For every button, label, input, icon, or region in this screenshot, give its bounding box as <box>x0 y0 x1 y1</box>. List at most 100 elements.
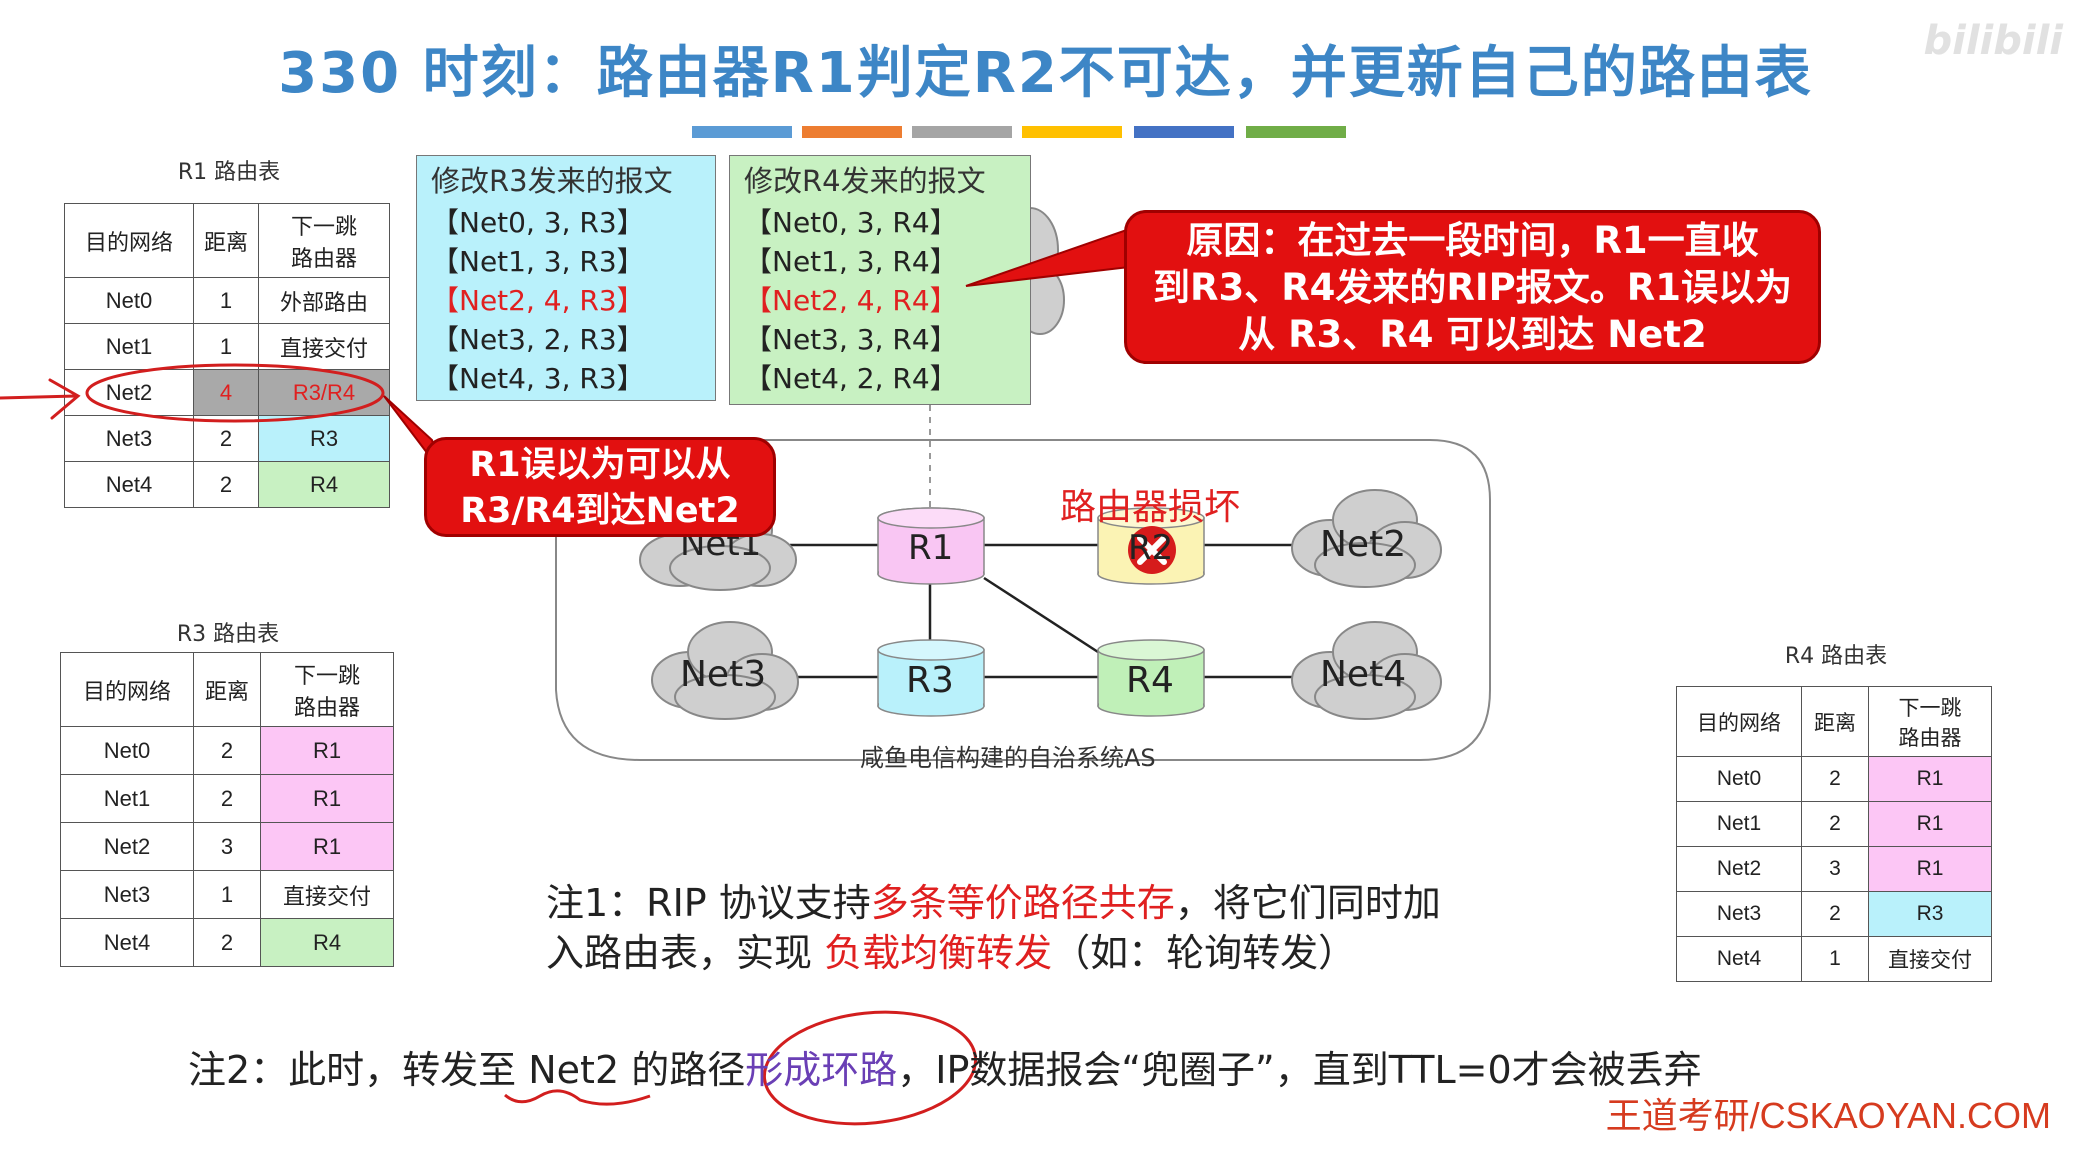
net3-label: Net3 <box>680 654 767 695</box>
table-cell: Net2 <box>64 369 194 416</box>
callout-line: 从 R3、R4 可以到达 Net2 <box>1238 313 1707 356</box>
table-cell: Net0 <box>60 726 194 775</box>
note-1-suffix: （如：轮询转发） <box>1052 931 1357 975</box>
r3-table-caption: R3 路由表 <box>176 622 280 647</box>
page-title: 330 时刻：路由器R1判定R2不可达，并更新自己的路由表 <box>278 41 1813 106</box>
table-cell: R3/R4 <box>258 369 390 416</box>
table-cell: Net0 <box>64 277 194 324</box>
table-cell: 直接交付 <box>258 323 390 370</box>
annotation-circle-net2 <box>85 363 385 423</box>
table-cell: R1 <box>260 822 394 871</box>
footer-brand: 王道考研/CSKAOYAN.COM <box>1605 1095 2051 1136</box>
table-cell: 2 <box>1801 756 1869 802</box>
note-2: 注2：此时，转发至 Net2 的路径形成环路，IP数据报会“兜圈子”，直到TTL… <box>188 1044 1888 1096</box>
table-cell: Net3 <box>60 870 194 919</box>
message-line: 【Net1, 3, R3】 <box>431 245 645 278</box>
note-1-highlight-2: 负载均衡转发 <box>824 931 1053 975</box>
table-cell: R1 <box>1868 801 1992 847</box>
color-bar-segment <box>692 126 792 138</box>
as-label: 咸鱼电信构建的自治系统AS <box>860 744 1156 772</box>
table-cell: Net3 <box>1676 891 1802 937</box>
r1-label: R1 <box>908 528 954 568</box>
router-broken-label: 路由器损坏 <box>1060 487 1241 528</box>
callout-line: 原因：在过去一段时间，R1一直收 <box>1186 219 1759 262</box>
message-line: 【Net0, 3, R4】 <box>744 206 958 239</box>
r3-message-box: 修改R3发来的报文 【Net0, 3, R3】 【Net1, 3, R3】 【N… <box>416 155 716 401</box>
cloud-net3 <box>651 621 799 720</box>
r4-table-caption: R4 路由表 <box>1784 644 1888 669</box>
table-cell: 3 <box>193 822 261 871</box>
table-cell: 2 <box>193 918 261 967</box>
r1-table-caption: R1 路由表 <box>177 160 281 185</box>
table-cell: Net4 <box>1676 936 1802 982</box>
link-r1-r4 <box>983 576 1099 654</box>
table-cell: Net1 <box>60 774 194 823</box>
note-1-line-1: 注1：RIP 协议支持多条等价路径共存，将它们同时加 <box>546 878 1546 928</box>
message-line: 【Net4, 3, R3】 <box>431 362 645 395</box>
table-cell: Net0 <box>1676 756 1802 802</box>
header-cell: 目的网络 <box>1676 686 1802 757</box>
watermark-logo: bilibili <box>1923 18 2063 64</box>
table-cell: 2 <box>193 726 261 775</box>
reason-callout: 原因：在过去一段时间，R1一直收 到R3、R4发来的RIP报文。R1误以为 从 … <box>1124 210 1821 364</box>
color-bar-segment <box>1246 126 1346 138</box>
color-bar-segment <box>802 126 902 138</box>
header-cell: 距离 <box>1801 686 1869 757</box>
message-line: 【Net2, 4, R4】 <box>744 284 958 317</box>
r3-label: R3 <box>906 660 954 701</box>
table-cell: 2 <box>193 461 259 508</box>
r3-message-header: 修改R3发来的报文 <box>431 164 673 198</box>
annotation-circle-loop <box>762 1010 978 1126</box>
table-cell: Net4 <box>64 461 194 508</box>
color-bar-segment <box>912 126 1012 138</box>
note-1: 注1：RIP 协议支持多条等价路径共存，将它们同时加 入路由表，实现 负载均衡转… <box>546 878 1546 978</box>
table-cell: R4 <box>258 461 390 508</box>
annotation-arrow <box>0 378 81 420</box>
table-cell: Net2 <box>60 822 194 871</box>
note-1-prefix: 注1：RIP 协议支持 <box>546 881 871 925</box>
cloud-net4 <box>1291 621 1442 720</box>
table-cell: 1 <box>193 323 259 370</box>
mistake-callout: R1误以为可以从 R3/R4到达Net2 <box>424 437 776 537</box>
table-cell: 2 <box>1801 801 1869 847</box>
table-cell: 2 <box>193 774 261 823</box>
table-cell: Net1 <box>64 323 194 370</box>
cloud-net2 <box>1291 489 1442 588</box>
r2-label: R2 <box>1128 528 1174 568</box>
table-cell: 1 <box>1801 936 1869 982</box>
note-1-highlight-1: 多条等价路径共存 <box>870 881 1175 925</box>
header-cell: 下一跳 路由器 <box>260 652 394 727</box>
table-cell: 直接交付 <box>260 870 394 919</box>
message-line: 【Net0, 3, R3】 <box>431 206 645 239</box>
broken-x-icon <box>1128 526 1176 574</box>
message-line: 【Net3, 2, R3】 <box>431 323 645 356</box>
table-cell: Net4 <box>60 918 194 967</box>
message-line: 【Net3, 3, R4】 <box>744 323 958 356</box>
table-cell: Net2 <box>1676 846 1802 892</box>
r4-label: R4 <box>1126 660 1174 701</box>
table-cell: 4 <box>193 369 259 416</box>
note-1-mid: ，将它们同时加 <box>1174 881 1441 925</box>
note-1-line2-prefix: 入路由表，实现 <box>546 931 825 975</box>
callout-line: R1误以为可以从 <box>469 445 731 485</box>
color-bar-segment <box>1134 126 1234 138</box>
message-line: 【Net1, 3, R4】 <box>744 245 958 278</box>
table-cell: R1 <box>260 726 394 775</box>
reason-callout-pointer <box>965 224 1139 287</box>
annotation-underline <box>504 1089 651 1106</box>
table-cell: R3 <box>1868 891 1992 937</box>
color-bar-segment <box>1022 126 1122 138</box>
note-2-highlight: 形成环路 <box>745 1048 898 1092</box>
header-cell: 下一跳 路由器 <box>1868 686 1992 757</box>
callout-line: R3/R4到达Net2 <box>460 491 740 531</box>
table-cell: 3 <box>1801 846 1869 892</box>
callout-line: 到R3、R4发来的RIP报文。R1误以为 <box>1152 266 1793 309</box>
message-line: 【Net2, 4, R3】 <box>431 284 645 317</box>
table-cell: 直接交付 <box>1868 936 1992 982</box>
note-2-prefix: 注2：此时，转发至 Net2 的路径 <box>188 1048 746 1092</box>
note-2-suffix: ，IP数据报会“兜圈子”，直到TTL=0才会被丢弃 <box>897 1048 1702 1092</box>
